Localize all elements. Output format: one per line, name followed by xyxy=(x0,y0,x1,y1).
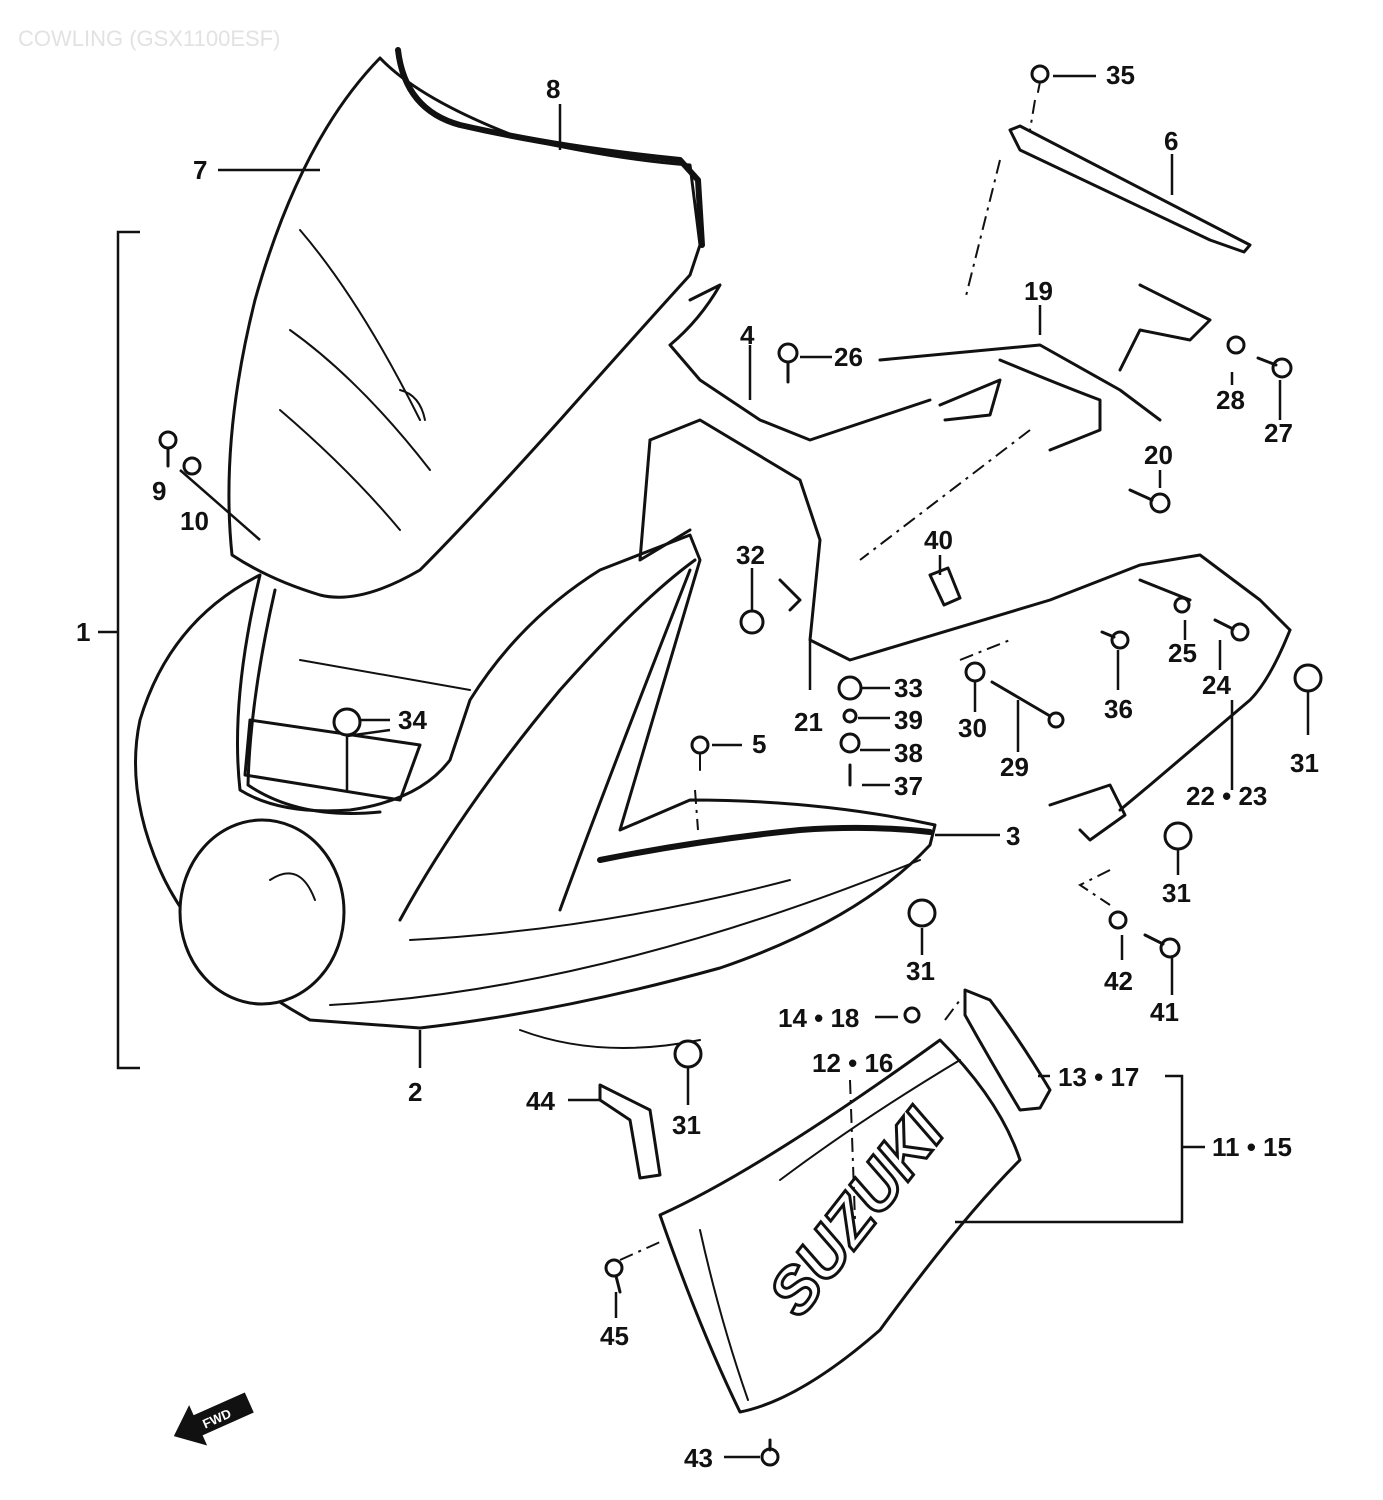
callout-44: 44 xyxy=(526,1086,555,1116)
grommet-31-b-icon xyxy=(1163,821,1193,851)
screw-45-icon xyxy=(604,1258,624,1278)
callout-28: 28 xyxy=(1216,385,1245,415)
callout-labels: 1 2 3 4 5 6 7 8 9 10 11 • 15 12 • 16 13 … xyxy=(76,60,1319,1473)
callout-7: 7 xyxy=(193,155,207,185)
bolt-26-icon xyxy=(777,342,799,364)
cushion-33-icon xyxy=(837,675,863,701)
callout-35: 35 xyxy=(1106,60,1135,90)
grommet-31-d-icon xyxy=(673,1039,703,1069)
washer-30-icon xyxy=(964,661,986,683)
callout-43: 43 xyxy=(684,1443,713,1473)
callout-33: 33 xyxy=(894,673,923,703)
screw-9-icon xyxy=(158,430,178,450)
nut-32-icon xyxy=(739,609,765,635)
callout-38: 38 xyxy=(894,738,923,768)
washer-28-icon xyxy=(1226,335,1246,355)
callout-31d: 31 xyxy=(672,1110,701,1140)
bolt-20-icon xyxy=(1149,492,1171,514)
mount-bar-part xyxy=(1008,124,1252,254)
callout-20: 20 xyxy=(1144,440,1173,470)
callout-14-18: 14 • 18 xyxy=(778,1003,859,1033)
nut-38-icon xyxy=(839,732,861,754)
washer-42-icon xyxy=(1108,910,1128,930)
fastener-34-icon xyxy=(332,707,362,737)
callout-11-15: 11 • 15 xyxy=(1212,1132,1292,1162)
washer-39-icon xyxy=(842,708,858,724)
callout-39: 39 xyxy=(894,705,923,735)
callout-8: 8 xyxy=(546,74,560,104)
callout-13-17: 13 • 17 xyxy=(1058,1062,1139,1092)
upper-stay-part xyxy=(668,283,1212,452)
callout-34: 34 xyxy=(398,705,427,735)
screw-14-18-icon xyxy=(903,1006,921,1024)
grommet-31-icon xyxy=(1293,663,1323,693)
group-1-bracket xyxy=(116,230,140,1070)
inner-trim-part xyxy=(597,824,933,863)
leader-lines xyxy=(179,74,1310,1459)
callout-3: 3 xyxy=(1006,821,1020,851)
lower-cowling-part: SUZUKI xyxy=(658,1038,1022,1414)
callout-41: 41 xyxy=(1150,997,1179,1027)
callout-26: 26 xyxy=(834,342,863,372)
washer-25-icon xyxy=(1173,596,1191,614)
hardware xyxy=(158,64,1323,1467)
callout-30: 30 xyxy=(958,713,987,743)
callout-19: 19 xyxy=(1024,276,1053,306)
callout-2: 2 xyxy=(408,1077,422,1107)
screen-trim-part xyxy=(395,47,705,248)
callout-21: 21 xyxy=(794,707,823,737)
callout-12-16: 12 • 16 xyxy=(812,1048,893,1078)
callout-6: 6 xyxy=(1164,126,1178,156)
callout-31c: 31 xyxy=(906,956,935,986)
callout-5: 5 xyxy=(752,729,766,759)
callout-45: 45 xyxy=(600,1321,629,1351)
windscreen-part xyxy=(227,56,702,599)
callout-9: 9 xyxy=(152,476,166,506)
forward-arrow-icon: FWD xyxy=(173,1392,254,1446)
callout-42: 42 xyxy=(1104,966,1133,996)
bolt-24-icon xyxy=(1230,622,1250,642)
callout-4: 4 xyxy=(740,320,755,350)
callout-32: 32 xyxy=(736,540,765,570)
bolt-29-icon xyxy=(1047,711,1065,729)
bolt-41-icon xyxy=(1159,937,1181,959)
callout-29: 29 xyxy=(1000,752,1029,782)
collar-40-icon xyxy=(928,566,962,607)
bolt-27-icon xyxy=(1271,357,1293,379)
callout-1: 1 xyxy=(76,617,90,647)
callout-22-23: 22 • 23 xyxy=(1186,781,1267,811)
screw-5-icon xyxy=(690,735,710,755)
callout-37: 37 xyxy=(894,771,923,801)
callout-31b: 31 xyxy=(1162,878,1191,908)
callout-31a: 31 xyxy=(1290,748,1319,778)
diagram-title: COWLING (GSX1100ESF) xyxy=(18,26,280,51)
upper-cowling-part xyxy=(134,533,937,1049)
callout-25: 25 xyxy=(1168,638,1197,668)
screw-36-icon xyxy=(1110,630,1130,650)
callout-40: 40 xyxy=(924,525,953,555)
side-trim-part xyxy=(963,988,1052,1112)
callout-27: 27 xyxy=(1264,418,1293,448)
bracket-44-part xyxy=(598,1083,662,1180)
grommet-31-c-icon xyxy=(907,898,937,928)
screw-35-icon xyxy=(1030,64,1050,84)
cowling-brace-part xyxy=(638,418,1292,662)
callout-36: 36 xyxy=(1104,694,1133,724)
nut-10-icon xyxy=(182,456,202,476)
callout-24: 24 xyxy=(1202,670,1231,700)
callout-10: 10 xyxy=(180,506,209,536)
